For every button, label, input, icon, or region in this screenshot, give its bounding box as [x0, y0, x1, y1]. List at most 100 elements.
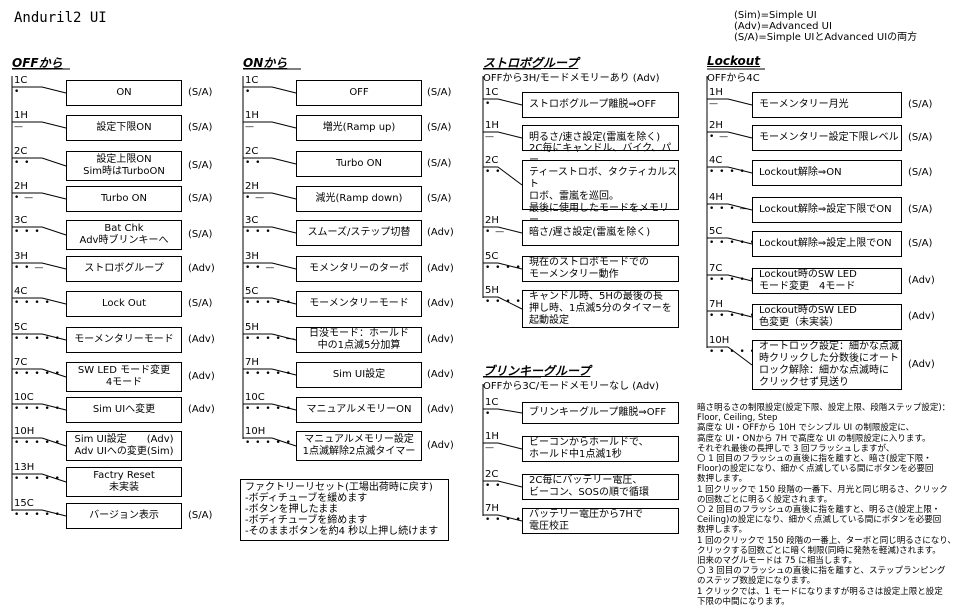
button-code: 1C — [245, 75, 259, 86]
action-label: Lock Out — [101, 298, 147, 309]
action-label: Sim UI設定 (Adv) Adv UIへの変更(Sim) — [74, 434, 174, 457]
action-box: ビーコンからホールドで、 ホールド中1点滅1秒 — [522, 436, 679, 462]
row-connector-diagonal — [727, 346, 753, 366]
action-box: Lockout時のSW LED モード変更 4モード — [752, 268, 902, 294]
button-code: 5C — [245, 286, 259, 297]
row-connector-diagonal — [271, 86, 297, 94]
button-code: 3C — [14, 215, 28, 226]
row-connector-diagonal — [41, 157, 67, 167]
click-pattern: • • • • • • — — [485, 515, 557, 525]
row-connector-diagonal — [41, 509, 67, 517]
button-code: 1H — [485, 431, 499, 442]
legend: (Sim)=Simple UI (Adv)=Advanced UI (S/A)=… — [734, 10, 917, 43]
action-box: Bat Chk Adv時ブリンキーへ — [66, 220, 182, 250]
action-box: Lock Out — [66, 291, 182, 317]
button-code: 10H — [709, 335, 730, 346]
click-pattern: • • • • — — [485, 297, 536, 307]
action-label: モーメンタリーモード — [309, 298, 409, 309]
action-box: モーメンタリー設定下限レベル — [752, 125, 902, 151]
action-box: Sim UI設定 (Adv) Adv UIへの変更(Sim) — [66, 431, 182, 461]
action-box: マニュアルメモリーON — [296, 397, 422, 423]
row-connector-diagonal — [271, 368, 297, 376]
ui-mode-tag: (Adv) — [188, 371, 215, 382]
click-pattern: • • — [14, 158, 31, 168]
button-code: 5C — [485, 251, 499, 262]
row-connector-diagonal — [497, 131, 523, 139]
button-code: 3C — [245, 215, 259, 226]
section-title: ブリンキーグループ — [483, 364, 591, 378]
click-pattern: • • • — [245, 227, 272, 237]
click-pattern: • • • • • — [709, 238, 756, 248]
action-box: Sim UIへ変更 — [66, 397, 182, 423]
click-pattern: • • • • • • • — [14, 369, 82, 379]
action-box: Lockout解除⇒設定上限でON — [752, 231, 902, 257]
section-subtitle: OFFから4C — [707, 73, 760, 84]
ui-mode-tag: (S/A) — [427, 122, 452, 133]
action-box: Factry Reset 未実装 — [66, 467, 182, 497]
ui-mode-tag: (Adv) — [188, 263, 215, 274]
click-pattern: — — [485, 443, 495, 453]
click-pattern: • • • • — [709, 167, 746, 177]
button-code: 2H — [485, 215, 499, 226]
action-box: 設定下限ON — [66, 115, 182, 141]
action-label: スムーズ/ステップ切替 — [307, 227, 411, 238]
action-box: スムーズ/ステップ切替 — [296, 220, 422, 246]
click-pattern: — — [14, 122, 24, 132]
action-label: ブリンキーグループ離脱⇒OFF — [529, 407, 667, 418]
action-label: マニュアルメモリーON — [306, 404, 412, 415]
ui-mode-tag: (S/A) — [188, 193, 213, 204]
action-label: Turbo ON — [100, 193, 148, 204]
click-pattern: • • — — [14, 263, 45, 273]
action-label: Factry Reset 未実装 — [93, 470, 155, 493]
button-code: 3H — [14, 251, 28, 262]
button-code: 2H — [14, 181, 28, 192]
row-connector-diagonal — [41, 262, 67, 270]
action-label: Sim UI設定 — [332, 369, 386, 380]
action-label: ON — [116, 87, 132, 98]
click-pattern: • • • • — — [245, 334, 296, 344]
action-label: Lockout解除⇒設定上限でON — [759, 238, 892, 249]
legend-item: (S/A)=Simple UIとAdvanced UIの両方 — [734, 32, 918, 43]
action-label: オートロック設定：細かな点滅 時クリックした分数後にオート ロック解除：細かな点… — [759, 341, 899, 388]
action-label: Bat Chk Adv時ブリンキーへ — [79, 223, 169, 246]
click-pattern: • • — [245, 158, 262, 168]
click-pattern: • • • — — [709, 204, 750, 214]
button-code: 5H — [485, 285, 499, 296]
ui-mode-tag: (Adv) — [427, 404, 454, 415]
click-pattern: • • • • • • • • • • — [14, 404, 112, 414]
button-code: 5H — [245, 322, 259, 333]
button-code: 10H — [14, 426, 35, 437]
row-connector-diagonal — [497, 262, 523, 270]
action-box: Turbo ON — [66, 186, 182, 212]
button-code: 4C — [709, 155, 723, 166]
row-connector-diagonal — [497, 226, 523, 234]
click-pattern: • • — [485, 481, 502, 491]
action-box: オートロック設定：細かな点滅 時クリックした分数後にオート ロック解除：細かな点… — [752, 340, 902, 390]
action-box: モーメンタリー月光 — [752, 92, 902, 118]
action-label: OFF — [349, 87, 369, 98]
ui-mode-tag: (S/A) — [908, 204, 933, 215]
button-code: 10C — [245, 392, 265, 403]
action-label: Lockout時のSW LED モード変更 4モード — [759, 269, 857, 292]
action-label: モーメンタリーモード — [74, 334, 174, 345]
button-code: 2H — [245, 181, 259, 192]
row-connector-diagonal — [497, 514, 523, 522]
action-box: モメンタリーのターボ — [296, 256, 422, 282]
row-connector-diagonal — [41, 192, 67, 200]
click-pattern: • • • • • • • • • • — [245, 404, 343, 414]
action-label: Lockout解除⇒ON — [759, 167, 842, 178]
button-code: 5C — [709, 226, 723, 237]
action-box: Lockout解除⇒ON — [752, 160, 902, 186]
click-pattern: • • • • • — [14, 334, 61, 344]
button-code: 10H — [245, 426, 266, 437]
row-connector-diagonal — [271, 403, 297, 411]
click-pattern: • — — [485, 227, 506, 237]
action-box: バッテリー電圧から7Hで 電圧校正 — [522, 508, 679, 534]
action-box: ストロボグループ — [66, 256, 182, 282]
ui-mode-tag: (S/A) — [188, 229, 213, 240]
click-pattern: • — — [245, 193, 266, 203]
row-connector-diagonal — [271, 226, 297, 234]
click-pattern: • • • • • • • • • — — [14, 438, 116, 448]
action-box: マニュアルメモリー設定 1点滅解除2点滅タイマー — [296, 431, 422, 461]
ui-mode-tag: (S/A) — [188, 87, 213, 98]
